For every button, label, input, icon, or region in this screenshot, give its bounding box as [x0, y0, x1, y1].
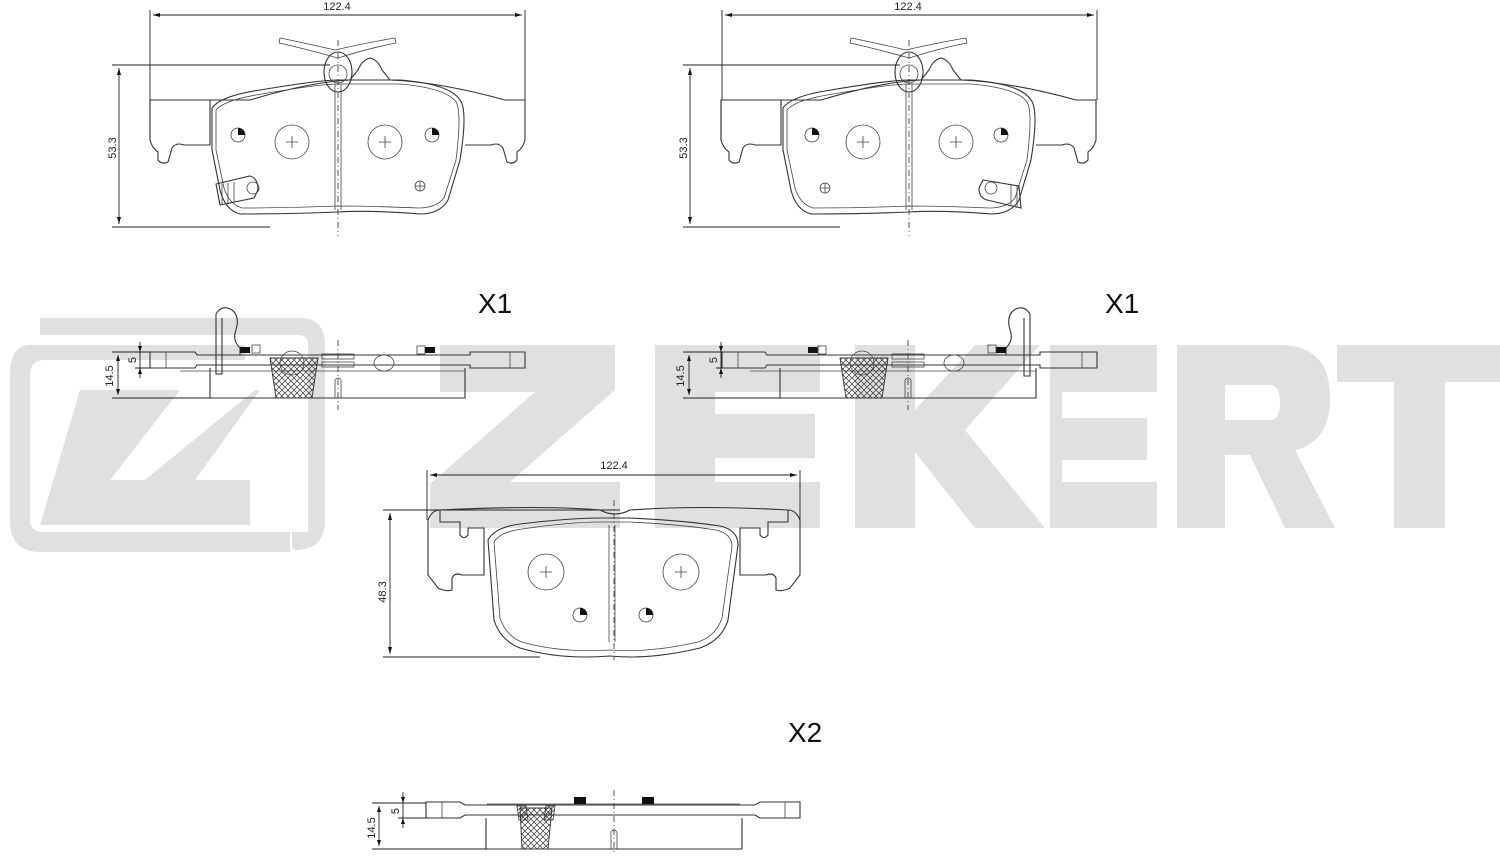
width-label-c: 122.4 [600, 460, 628, 472]
thickness-label-a: 14.5 [104, 365, 116, 386]
thickness-label-b: 14.5 [675, 365, 687, 386]
pad-side-view-c [425, 790, 801, 853]
backplate-label-c: 5 [390, 808, 402, 814]
pad-front-view-c [427, 500, 801, 660]
pad-front-view-b [720, 37, 1097, 237]
dimension-height-b: 53.3 [678, 64, 900, 228]
width-label-a: 122.4 [323, 1, 351, 13]
quantity-label-a: X1 [478, 288, 512, 319]
dimension-thickness-c: 14.5 5 [366, 792, 486, 850]
height-label-c: 48.3 [377, 581, 389, 602]
quantity-label-c: X2 [788, 717, 822, 748]
zekert-watermark [10, 318, 1500, 552]
dimension-thickness-a: 14.5 5 [104, 342, 210, 399]
dimension-width-b: 122.4 [721, 1, 1098, 100]
height-label-a: 53.3 [107, 137, 119, 158]
thickness-label-c: 14.5 [366, 817, 378, 838]
quantity-label-b: X1 [1105, 288, 1139, 319]
pad-front-view-a [149, 37, 526, 237]
backplate-label-a: 5 [127, 357, 139, 363]
height-label-b: 53.3 [678, 137, 690, 158]
dimension-height-c: 48.3 [377, 509, 620, 658]
dimension-width-c: 122.4 [426, 460, 801, 520]
dimension-height-a: 53.3 [107, 64, 330, 228]
width-label-b: 122.4 [894, 1, 922, 13]
pad-side-view-b [721, 307, 1098, 410]
backplate-label-b: 5 [708, 357, 720, 363]
pad-side-view-a [149, 307, 526, 410]
dimension-width-a: 122.4 [149, 1, 526, 100]
dimension-thickness-b: 14.5 5 [675, 342, 780, 399]
